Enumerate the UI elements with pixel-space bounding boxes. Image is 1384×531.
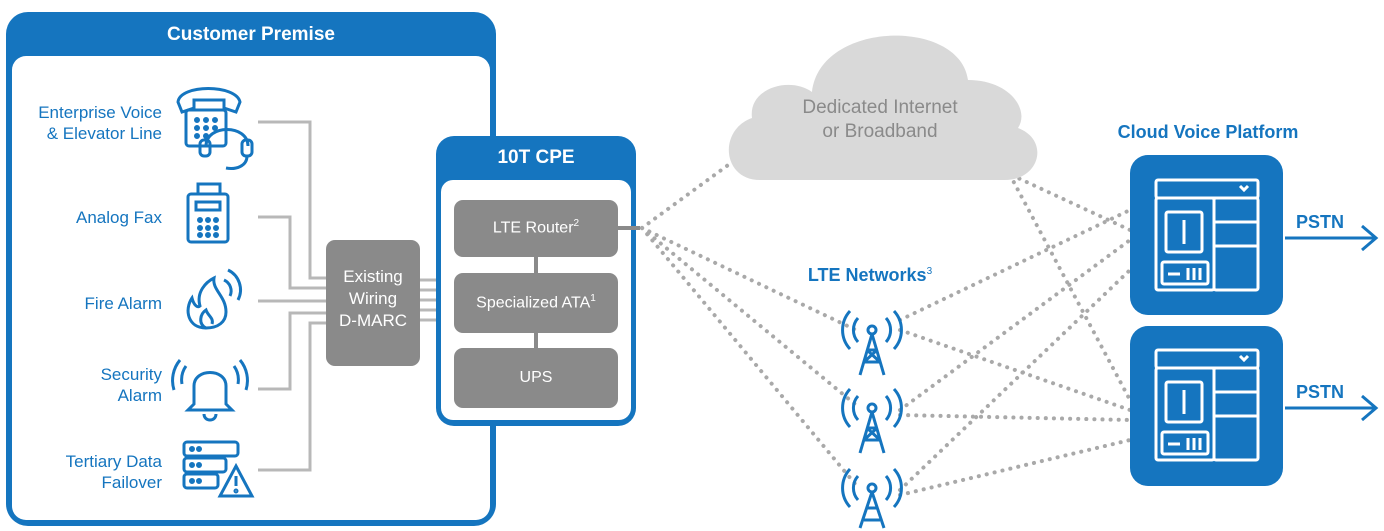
fire-icon <box>186 268 242 330</box>
device-label-fire-alarm: Fire Alarm <box>84 294 162 313</box>
server-rack-icon <box>1154 348 1260 462</box>
dmarc-label: Existing Wiring D-MARC <box>339 267 407 330</box>
device-label-enterprise-voice: Enterprise Voice & Elevator Line <box>38 103 162 143</box>
pstn-arrow-icon <box>1285 224 1379 252</box>
server-warning-icon <box>182 440 255 498</box>
lte-router-label: LTE Router2 <box>454 218 618 237</box>
cell-tower-icon <box>841 467 903 529</box>
ata-text: Specialized ATA <box>476 294 591 312</box>
lte-router-footnote: 2 <box>573 218 580 229</box>
device-label-tertiary-data: Tertiary Data Failover <box>65 452 162 492</box>
device-label-analog-fax: Analog Fax <box>76 208 162 227</box>
customer-premise-title: Customer Premise <box>167 24 335 45</box>
ata-box <box>454 273 618 333</box>
alarm-bell-icon <box>171 359 249 422</box>
voice-server-1 <box>1130 155 1379 315</box>
ata-footnote: 1 <box>590 293 596 304</box>
cpe-title: 10T CPE <box>497 147 575 168</box>
lte-router-text: LTE Router <box>492 219 574 237</box>
lte-networks-text: LTE Networks <box>807 265 927 285</box>
voice-server-2 <box>1130 326 1379 486</box>
lte-networks-footnote: 3 <box>926 266 933 277</box>
cell-tower-icon <box>841 387 903 454</box>
cloud-shape <box>728 35 1038 180</box>
cell-tower-icon <box>841 309 903 376</box>
fax-icon <box>186 182 230 244</box>
lte-router-box <box>454 200 618 257</box>
ata-label: Specialized ATA1 <box>454 293 618 312</box>
server-rack-icon <box>1154 178 1260 292</box>
customer-premise-panel <box>6 12 496 526</box>
lte-networks-label: LTE Networks3 <box>770 265 970 286</box>
phone-headset-icon <box>176 87 254 170</box>
dotted-links <box>640 158 1132 497</box>
dmarc-box <box>326 240 420 366</box>
pstn-label-1: PSTN <box>1296 212 1345 232</box>
cloud-label: Dedicated Internet or Broadband <box>802 97 958 142</box>
device-label-security-alarm: Security Alarm <box>100 365 162 405</box>
ups-box <box>454 348 618 408</box>
pstn-arrow-icon <box>1285 394 1379 422</box>
cloud-voice-platform-title: Cloud Voice Platform <box>1117 122 1299 142</box>
pstn-label-2: PSTN <box>1296 382 1345 402</box>
ups-label: UPS <box>519 369 553 386</box>
